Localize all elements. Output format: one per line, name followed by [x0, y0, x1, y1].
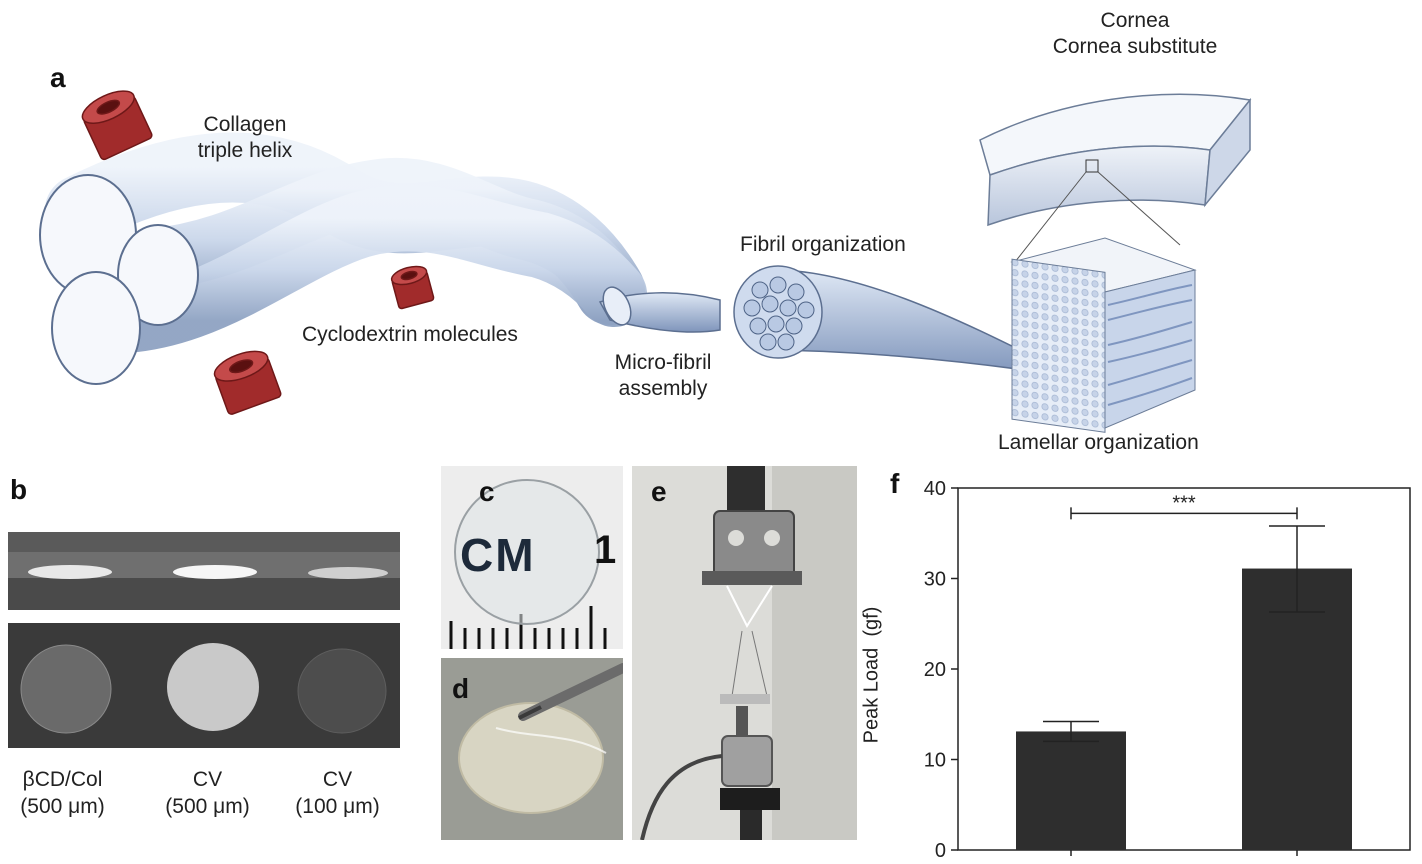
ruler-cm-text: CM — [460, 529, 536, 581]
y-axis-label: Peak Load (gf) — [860, 606, 883, 744]
cyclodextrin-molecules — [81, 90, 435, 415]
cyclodextrin-label: Cyclodextrin molecules — [302, 323, 518, 346]
collagen-label: Collagen triple helix — [180, 112, 310, 164]
cornea-label-line2: Cornea substitute — [1052, 35, 1218, 58]
tensile-tester-photo — [632, 466, 857, 840]
microfibril-label: Micro-fibril assembly — [598, 350, 728, 402]
caption-sample-3-line1: CV — [322, 768, 353, 791]
cornea-slab — [979, 93, 1252, 263]
panel-label-c: c — [479, 476, 495, 507]
cornea-label-line1: Cornea — [1100, 9, 1170, 32]
caption-sample-2: CV (500 μm) — [145, 766, 270, 820]
y-tick-label-1: 10 — [924, 750, 946, 772]
microfibril — [598, 286, 721, 333]
fibril-organization-label: Fibril organization — [740, 233, 906, 256]
panel-label-b: b — [10, 474, 28, 505]
caption-sample-3-line2: (100 μm) — [295, 795, 380, 818]
caption-sample-3: CV (100 μm) — [275, 766, 400, 820]
caption-sample-1-line2: (500 μm) — [20, 795, 105, 818]
lamellar-cube — [1010, 237, 1197, 433]
y-tick-label-3: 30 — [924, 569, 946, 591]
top-view-photo — [8, 623, 400, 748]
forceps-photo — [441, 658, 623, 840]
lamellar-organization-label: Lamellar organization — [998, 431, 1199, 454]
caption-sample-2-line2: (500 μm) — [165, 795, 250, 818]
triple-helix — [39, 132, 647, 385]
caption-sample-1-line1: βCD/Col — [22, 768, 103, 791]
microfibril-label-line2: assembly — [618, 377, 708, 400]
significance-label: *** — [1172, 492, 1196, 514]
ruler-number: 1 — [594, 528, 617, 572]
fibril-bundle — [733, 265, 1063, 377]
cornea-label: Cornea Cornea substitute — [1030, 8, 1240, 60]
bar-1 — [1242, 568, 1352, 850]
peak-load-chart: 0 10 20 30 40 *** — [924, 478, 1411, 862]
panel-label-d: d — [452, 673, 470, 704]
caption-sample-1: βCD/Col (500 μm) — [0, 766, 125, 820]
side-view-photo — [8, 532, 400, 610]
panel-label-a: a — [50, 62, 66, 93]
bar-0 — [1016, 731, 1126, 850]
caption-sample-2-line1: CV — [192, 768, 223, 791]
y-tick-label-2: 20 — [924, 659, 946, 681]
y-tick-label-0: 0 — [935, 840, 946, 862]
y-tick-label-4: 40 — [924, 478, 946, 500]
ruler-photo — [441, 466, 623, 649]
collagen-label-line2: triple helix — [197, 139, 293, 162]
microfibril-label-line1: Micro-fibril — [614, 351, 712, 374]
panel-label-e: e — [651, 476, 667, 507]
collagen-label-line1: Collagen — [203, 113, 287, 136]
collagen-illustration — [39, 90, 1252, 433]
panel-label-f: f — [890, 468, 900, 499]
